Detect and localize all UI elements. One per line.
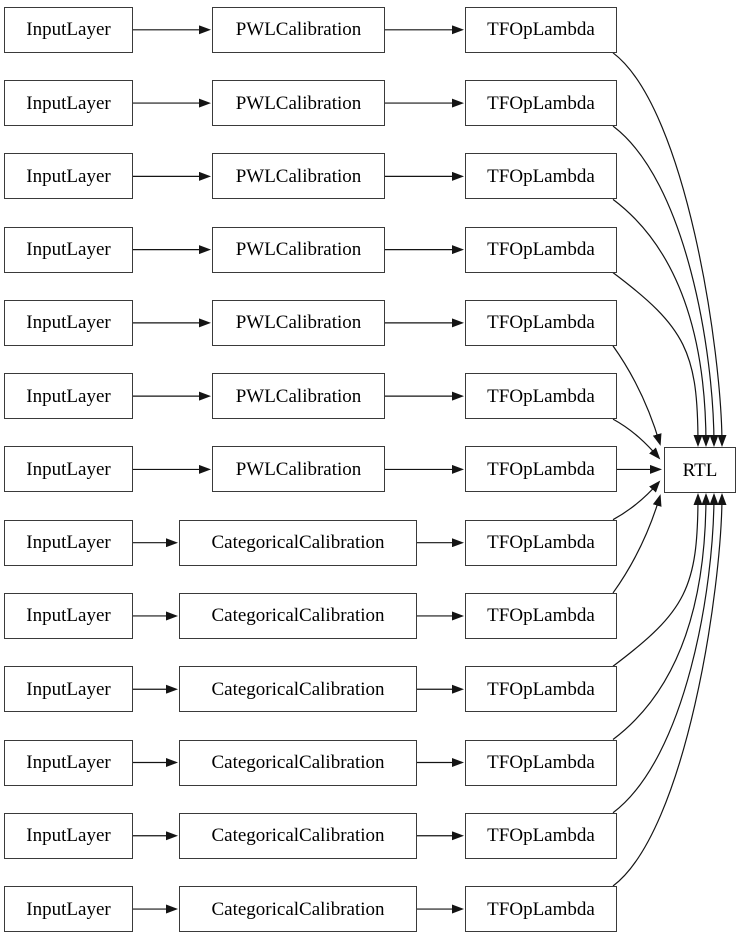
node-rtl: RTL xyxy=(664,447,736,493)
edge-lam-9-rtl xyxy=(612,494,662,594)
node-lam-9: TFOpLambda xyxy=(465,592,617,639)
node-input-7: InputLayer xyxy=(4,446,133,493)
node-input-4: InputLayer xyxy=(4,226,133,273)
node-cal-7: PWLCalibration xyxy=(212,446,385,493)
node-lam-7: TFOpLambda xyxy=(465,446,617,493)
node-lam-2: TFOpLambda xyxy=(465,80,617,127)
node-cal-11: CategoricalCalibration xyxy=(179,739,417,786)
edge-lam-8-rtl xyxy=(612,480,661,521)
node-cal-5: PWLCalibration xyxy=(212,299,385,346)
node-input-9: InputLayer xyxy=(4,592,133,639)
node-lam-12: TFOpLambda xyxy=(465,812,617,859)
node-cal-12: CategoricalCalibration xyxy=(179,812,417,859)
node-cal-2: PWLCalibration xyxy=(212,80,385,127)
node-lam-1: TFOpLambda xyxy=(465,6,617,53)
edge-lam-4-rtl xyxy=(612,272,703,447)
node-input-2: InputLayer xyxy=(4,80,133,127)
node-cal-10: CategoricalCalibration xyxy=(179,666,417,713)
node-input-8: InputLayer xyxy=(4,519,133,566)
node-lam-13: TFOpLambda xyxy=(465,886,617,933)
node-cal-9: CategoricalCalibration xyxy=(179,592,417,639)
node-lam-8: TFOpLambda xyxy=(465,519,617,566)
node-input-3: InputLayer xyxy=(4,153,133,200)
edge-lam-12-rtl xyxy=(612,493,719,814)
edge-lam-1-rtl xyxy=(612,52,727,447)
node-lam-3: TFOpLambda xyxy=(465,153,617,200)
node-lam-4: TFOpLambda xyxy=(465,226,617,273)
edge-lam-6-rtl xyxy=(612,418,661,460)
node-cal-8: CategoricalCalibration xyxy=(179,519,417,566)
node-input-6: InputLayer xyxy=(4,373,133,420)
node-cal-1: PWLCalibration xyxy=(212,6,385,53)
node-lam-11: TFOpLambda xyxy=(465,739,617,786)
node-input-1: InputLayer xyxy=(4,6,133,53)
node-input-5: InputLayer xyxy=(4,299,133,346)
node-cal-4: PWLCalibration xyxy=(212,226,385,273)
node-input-11: InputLayer xyxy=(4,739,133,786)
node-lam-10: TFOpLambda xyxy=(465,666,617,713)
node-cal-6: PWLCalibration xyxy=(212,373,385,420)
node-cal-3: PWLCalibration xyxy=(212,153,385,200)
edge-lam-3-rtl xyxy=(612,198,711,447)
edge-lam-11-rtl xyxy=(612,493,711,740)
edge-lam-13-rtl xyxy=(612,493,727,887)
node-lam-5: TFOpLambda xyxy=(465,299,617,346)
node-input-12: InputLayer xyxy=(4,812,133,859)
edge-lam-10-rtl xyxy=(612,493,703,667)
edge-lam-5-rtl xyxy=(612,345,662,446)
node-lam-6: TFOpLambda xyxy=(465,373,617,420)
node-input-13: InputLayer xyxy=(4,886,133,933)
node-input-10: InputLayer xyxy=(4,666,133,713)
edge-lam-2-rtl xyxy=(612,125,719,447)
node-cal-13: CategoricalCalibration xyxy=(179,886,417,933)
